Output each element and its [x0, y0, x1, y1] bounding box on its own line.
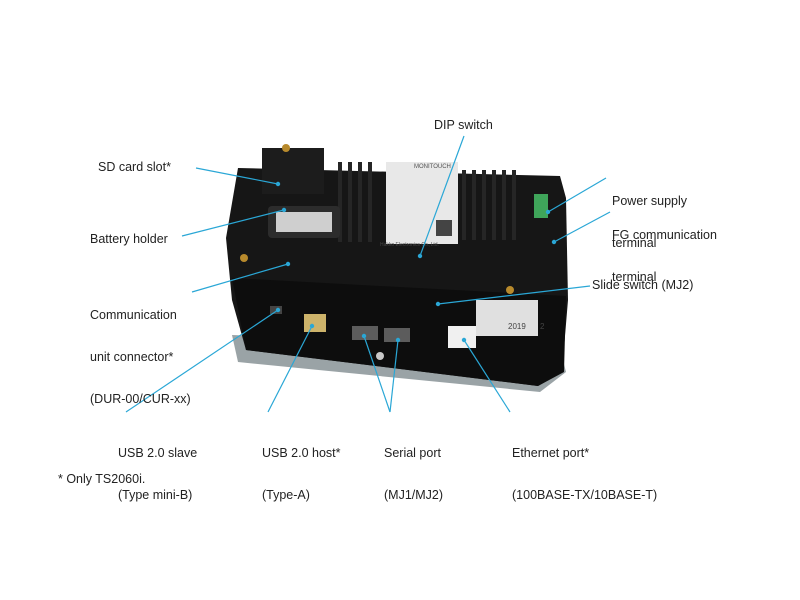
leader-power-supply: [547, 177, 607, 213]
label-line: (100BASE-TX/10BASE-T): [512, 488, 658, 502]
leader-dot: [281, 207, 287, 213]
screw: [506, 286, 514, 294]
leader-dot: [309, 323, 315, 329]
label-line: USB 2.0 host*: [262, 446, 341, 460]
label-ethernet-port: Ethernet port* (100BASE-TX/10BASE-T): [512, 418, 657, 530]
usb-host-port: [304, 314, 326, 332]
device-lot-text: 2: [540, 322, 545, 331]
label-line: Serial port: [384, 446, 441, 460]
power-terminal-block: [534, 194, 548, 218]
label-line: (MJ1/MJ2): [384, 488, 444, 502]
label-line: FG communication: [612, 228, 717, 242]
leader-ethernet: [463, 339, 511, 413]
label-sd-card-slot: SD card slot*: [98, 160, 171, 174]
corner-block: [262, 148, 324, 194]
label-fg-terminal: FG communication terminal: [612, 200, 717, 312]
leader-dip-switch: [419, 135, 465, 257]
ethernet-port-body: [448, 326, 476, 348]
label-serial-port: Serial port (MJ1/MJ2): [384, 418, 443, 530]
label-line: Power supply: [612, 194, 688, 208]
leader-dot: [551, 239, 557, 245]
bottom-sticker: [476, 300, 538, 336]
screw: [376, 352, 384, 360]
vent-ribs: [338, 162, 516, 242]
label-usb-host: USB 2.0 host* (Type-A): [262, 418, 341, 530]
label-power-supply-terminal: Power supply terminal: [612, 166, 687, 278]
leader-fg-terminal: [553, 211, 611, 243]
label-dip-switch: DIP switch: [434, 118, 493, 132]
leader-dot: [361, 333, 367, 339]
leader-dot: [461, 337, 467, 343]
label-battery-holder: Battery holder: [90, 232, 168, 246]
label-line: (DUR-00/CUR-xx): [90, 392, 191, 406]
leader-usb-host: [267, 325, 313, 413]
footnote: * Only TS2060i.: [58, 472, 146, 486]
leader-comm-unit: [191, 263, 289, 293]
label-slide-switch: Slide switch (MJ2): [592, 278, 694, 292]
leader-dot: [275, 181, 281, 187]
leader-slide-switch: [437, 285, 591, 305]
device-brand-text: MONITOUCH: [414, 164, 451, 170]
label-line: Communication: [90, 308, 177, 322]
device-maker-text: Hakko Electronics Co.,Ltd.: [380, 242, 439, 248]
label-line: USB 2.0 slave: [118, 446, 198, 460]
label-line: terminal: [612, 270, 657, 284]
leader-dot: [545, 209, 551, 215]
leader-sd-card-slot: [195, 167, 279, 185]
qr-code: [436, 220, 452, 236]
label-comm-unit-connector: Communication unit connector* (DUR-00/CU…: [90, 280, 191, 434]
leader-usb-slave: [125, 309, 279, 413]
label-line: unit connector*: [90, 350, 174, 364]
leader-dot: [417, 253, 423, 259]
leader-dot: [395, 337, 401, 343]
battery-sticker: [276, 212, 332, 232]
leader-battery-holder: [181, 209, 285, 237]
leader-dot: [285, 261, 291, 267]
label-line: terminal: [612, 236, 657, 250]
label-line: (Type-A): [262, 488, 310, 502]
label-line: (Type mini-B): [118, 488, 193, 502]
screw: [282, 144, 290, 152]
device-year-text: 2019: [508, 322, 526, 331]
leader-dot: [275, 307, 281, 313]
label-line: Ethernet port*: [512, 446, 590, 460]
screw: [240, 254, 248, 262]
serial-port-mj2: [384, 328, 410, 342]
serial-port-mj1: [352, 326, 378, 340]
leader-serial-mj2: [389, 339, 399, 413]
leader-dot: [435, 301, 441, 307]
label-usb-slave: USB 2.0 slave (Type mini-B): [118, 418, 197, 530]
leader-serial-mj1: [363, 335, 391, 413]
